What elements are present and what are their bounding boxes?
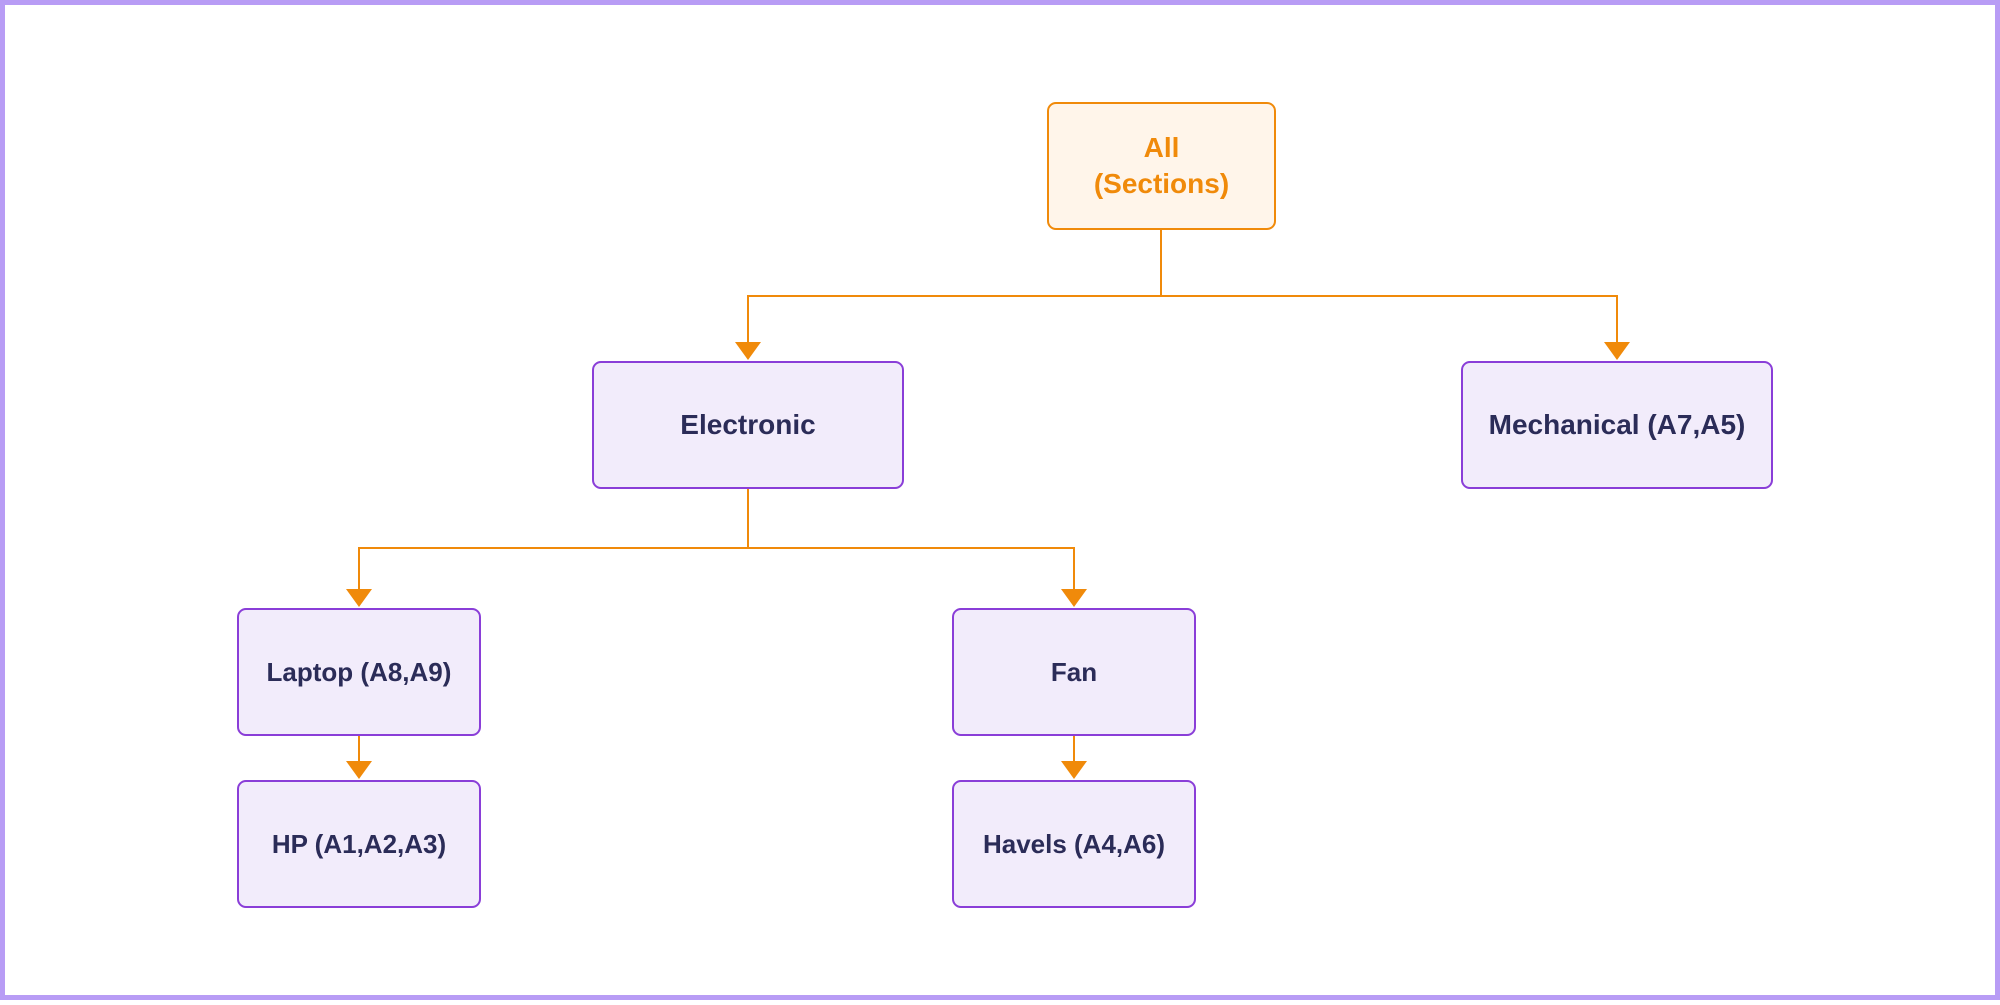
- connectors-layer: [346, 230, 1630, 779]
- arrowhead-fan: [1061, 589, 1087, 607]
- arrowhead-mechanical: [1604, 342, 1630, 360]
- node-mechanical: Mechanical (A7,A5): [1461, 361, 1773, 489]
- node-havels-label: Havels (A4,A6): [982, 828, 1166, 859]
- node-electronic: Electronic: [592, 361, 904, 489]
- arrowhead-havels: [1061, 761, 1087, 779]
- node-hp-label: HP (A1,A2,A3): [271, 828, 447, 859]
- arrowhead-electronic: [735, 342, 761, 360]
- connector-all-to-electronic: [747, 230, 1162, 342]
- arrowhead-laptop: [346, 589, 372, 607]
- node-mechanical-label: Mechanical (A7,A5): [1488, 409, 1746, 440]
- node-all-label-line1: All: [1143, 132, 1180, 163]
- node-all-sections: All (Sections): [1047, 102, 1276, 230]
- node-hp: HP (A1,A2,A3): [237, 780, 481, 908]
- node-laptop: Laptop (A8,A9): [237, 608, 481, 736]
- connector-electronic-to-fan: [748, 547, 1075, 589]
- node-fan: Fan: [952, 608, 1196, 736]
- node-all-label-line2: (Sections): [1093, 168, 1230, 199]
- arrowhead-hp: [346, 761, 372, 779]
- node-laptop-label: Laptop (A8,A9): [266, 656, 452, 687]
- connector-electronic-to-laptop: [358, 489, 749, 589]
- connector-all-to-mechanical: [1161, 295, 1618, 342]
- node-electronic-label: Electronic: [680, 409, 816, 440]
- node-havels: Havels (A4,A6): [952, 780, 1196, 908]
- node-fan-label: Fan: [1050, 656, 1098, 687]
